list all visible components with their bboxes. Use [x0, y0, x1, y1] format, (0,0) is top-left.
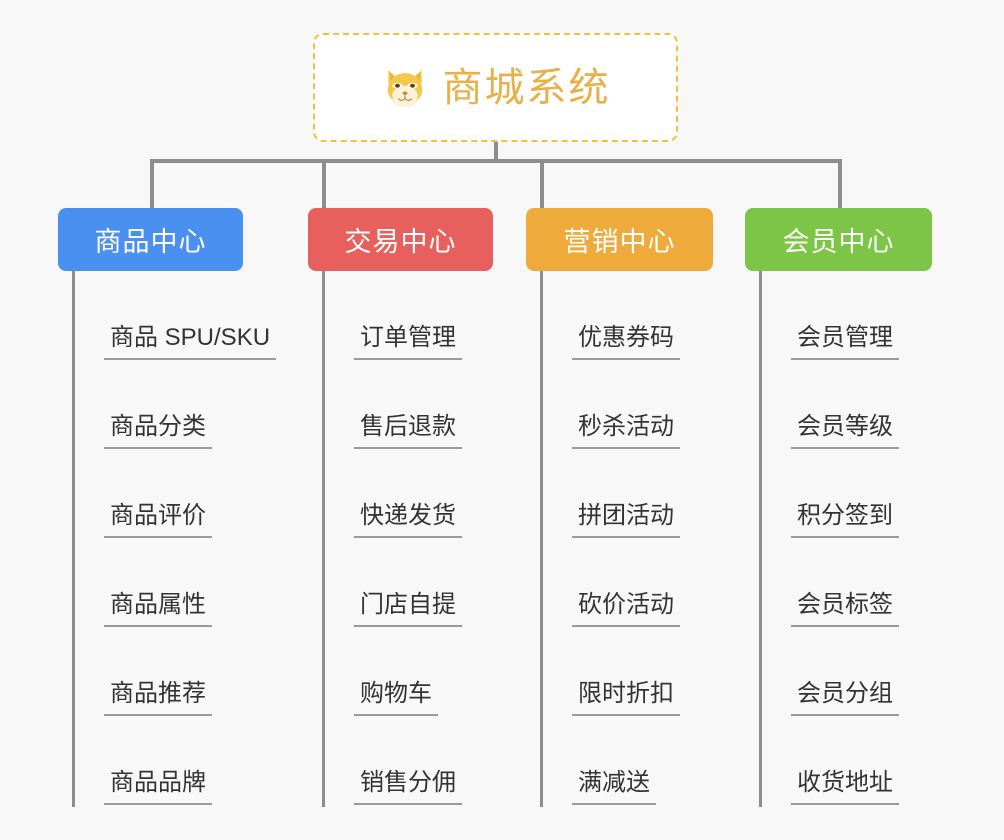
column-rail: [540, 271, 543, 807]
leaf-item[interactable]: 会员标签: [759, 538, 899, 627]
leaf-item[interactable]: 砍价活动: [540, 538, 680, 627]
leaf-item[interactable]: 会员等级: [759, 360, 899, 449]
leaf-label: 售后退款: [360, 412, 456, 440]
leaf-label: 销售分佣: [360, 768, 456, 796]
connector-drop-product-center: [150, 159, 154, 208]
shiba-dog-icon: [387, 69, 422, 107]
leaf-underline: 满减送: [572, 768, 656, 805]
leaf-item[interactable]: 收货地址: [759, 716, 899, 805]
leaf-label: 优惠券码: [578, 323, 674, 351]
leaf-underline: 会员等级: [791, 412, 899, 449]
leaf-underline: 商品 SPU/SKU: [104, 323, 277, 360]
root-node[interactable]: 商城系统: [313, 33, 678, 142]
leaf-label: 砍价活动: [578, 590, 674, 618]
leaf-label: 商品属性: [110, 590, 206, 618]
connector-horizontal-bar: [150, 159, 840, 163]
leaf-underline: 快递发货: [354, 501, 462, 538]
column-rail: [759, 271, 762, 807]
connector-drop-member-center: [838, 159, 842, 208]
leaf-underline: 积分签到: [791, 501, 899, 538]
leaf-underline: 商品评价: [104, 501, 212, 538]
leaf-label: 商品推荐: [110, 679, 206, 707]
leaf-underline: 商品品牌: [104, 768, 212, 805]
leaf-item[interactable]: 商品 SPU/SKU: [72, 271, 277, 360]
leaf-underline: 会员管理: [791, 323, 899, 360]
category-product-center[interactable]: 商品中心: [58, 208, 243, 271]
connector-drop-trade-center: [322, 159, 326, 208]
connector-drop-marketing-center: [540, 159, 544, 208]
leaf-label: 会员管理: [797, 323, 893, 351]
leaf-underline: 商品属性: [104, 590, 212, 627]
leaf-underline: 会员分组: [791, 679, 899, 716]
leaf-underline: 拼团活动: [572, 501, 680, 538]
connector-root-stem: [494, 142, 498, 163]
leaf-item[interactable]: 购物车: [322, 627, 462, 716]
leaf-underline: 门店自提: [354, 590, 462, 627]
leaf-label: 商品评价: [110, 501, 206, 529]
leaf-label: 会员标签: [797, 590, 893, 618]
leaf-column-trade-center: 订单管理售后退款快递发货门店自提购物车销售分佣: [322, 271, 462, 807]
leaf-column-member-center: 会员管理会员等级积分签到会员标签会员分组收货地址: [759, 271, 899, 807]
leaf-label: 商品 SPU/SKU: [110, 323, 271, 351]
category-label: 商品中心: [94, 227, 207, 257]
category-member-center[interactable]: 会员中心: [745, 208, 932, 271]
leaf-label: 商品分类: [110, 412, 206, 440]
leaf-underline: 限时折扣: [572, 679, 680, 716]
leaf-label: 拼团活动: [578, 501, 674, 529]
leaf-item[interactable]: 商品品牌: [72, 716, 276, 805]
column-rail: [72, 271, 75, 807]
leaf-underline: 收货地址: [791, 768, 899, 805]
leaf-item[interactable]: 积分签到: [759, 449, 899, 538]
leaf-label: 会员等级: [797, 412, 893, 440]
leaf-column-product-center: 商品 SPU/SKU 商品分类商品评价商品属性商品推荐商品品牌: [72, 271, 277, 807]
leaf-label: 会员分组: [797, 679, 893, 707]
leaf-item[interactable]: 商品评价: [72, 449, 276, 538]
leaf-item[interactable]: 拼团活动: [540, 449, 680, 538]
leaf-label: 积分签到: [797, 501, 893, 529]
category-label: 营销中心: [563, 227, 676, 257]
leaf-item[interactable]: 商品分类: [72, 360, 276, 449]
category-label: 交易中心: [344, 227, 457, 257]
leaf-label: 订单管理: [360, 323, 456, 351]
root-title: 商城系统: [442, 65, 611, 110]
leaf-item[interactable]: 快递发货: [322, 449, 462, 538]
leaf-item[interactable]: 秒杀活动: [540, 360, 680, 449]
leaf-label: 门店自提: [360, 590, 456, 618]
leaf-underline: 购物车: [354, 679, 438, 716]
column-rail: [322, 271, 325, 807]
leaf-label: 限时折扣: [578, 679, 674, 707]
leaf-label: 快递发货: [360, 501, 456, 529]
leaf-label: 满减送: [578, 768, 650, 796]
leaf-label: 收货地址: [797, 768, 893, 796]
leaf-underline: 优惠券码: [572, 323, 680, 360]
category-trade-center[interactable]: 交易中心: [308, 208, 493, 271]
category-label: 会员中心: [782, 227, 895, 257]
leaf-item[interactable]: 会员分组: [759, 627, 899, 716]
category-marketing-center[interactable]: 营销中心: [526, 208, 713, 271]
leaf-item[interactable]: 会员管理: [759, 271, 899, 360]
leaf-underline: 售后退款: [354, 412, 462, 449]
leaf-label: 商品品牌: [110, 768, 206, 796]
leaf-underline: 会员标签: [791, 590, 899, 627]
leaf-item[interactable]: 订单管理: [322, 271, 462, 360]
leaf-underline: 砍价活动: [572, 590, 680, 627]
leaf-item[interactable]: 优惠券码: [540, 271, 680, 360]
leaf-item[interactable]: 售后退款: [322, 360, 462, 449]
leaf-item[interactable]: 门店自提: [322, 538, 462, 627]
leaf-underline: 秒杀活动: [572, 412, 680, 449]
leaf-item[interactable]: 限时折扣: [540, 627, 680, 716]
leaf-item[interactable]: 商品推荐: [72, 627, 276, 716]
leaf-label: 秒杀活动: [578, 412, 674, 440]
leaf-underline: 销售分佣: [354, 768, 462, 805]
leaf-item[interactable]: 商品属性: [72, 538, 276, 627]
leaf-column-marketing-center: 优惠券码秒杀活动拼团活动砍价活动限时折扣满减送: [540, 271, 680, 807]
leaf-underline: 订单管理: [354, 323, 462, 360]
leaf-item[interactable]: 满减送: [540, 716, 680, 805]
leaf-label: 购物车: [360, 679, 432, 707]
leaf-item[interactable]: 销售分佣: [322, 716, 462, 805]
leaf-underline: 商品推荐: [104, 679, 212, 716]
leaf-underline: 商品分类: [104, 412, 212, 449]
